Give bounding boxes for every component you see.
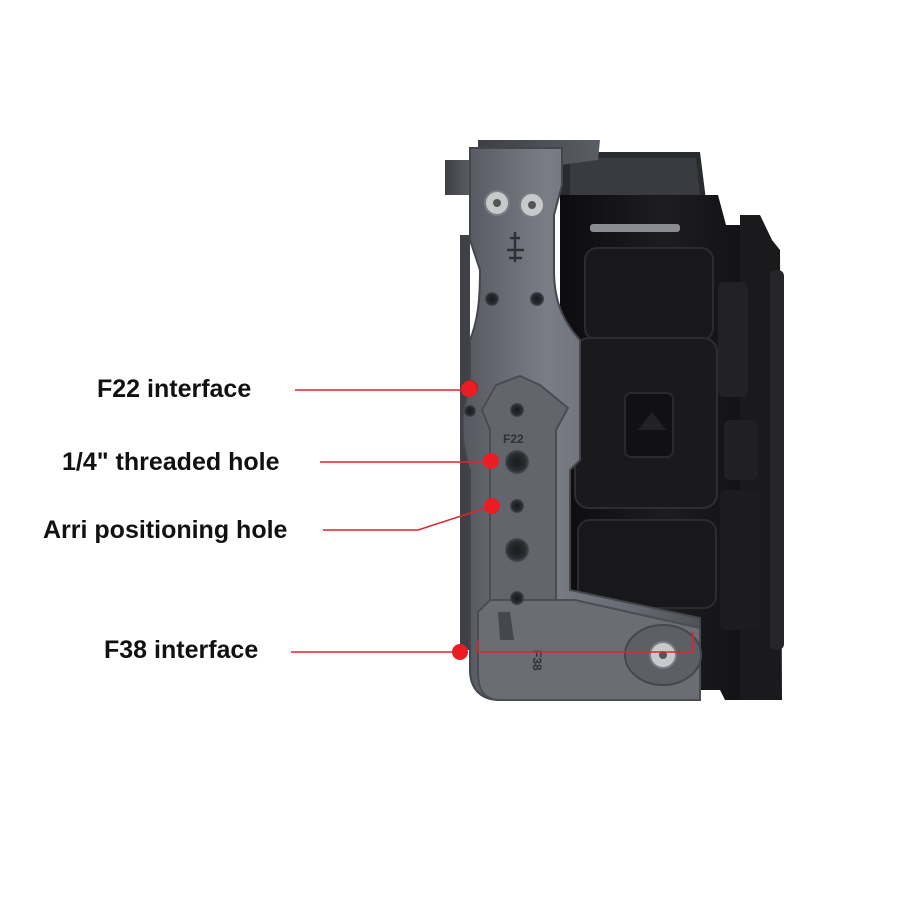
f38-engraving: F38 [530, 650, 544, 671]
f38-interface-label: F38 interface [104, 636, 259, 664]
camera-body [560, 152, 784, 700]
thread-marker-dot [483, 453, 499, 469]
f22-marker-dot [461, 381, 477, 397]
arri-positioning-hole-label: Arri positioning hole [43, 516, 288, 544]
arri-marker-dot [484, 498, 500, 514]
threaded-hole-label: 1/4" threaded hole [62, 448, 280, 476]
f38-marker-dot [452, 644, 468, 660]
callout-lines [291, 389, 694, 653]
camera-cage: F22 F38 [445, 140, 702, 701]
f22-engraving: F22 [503, 432, 524, 446]
f38-bracket-line [477, 632, 694, 653]
callout-dots [452, 381, 500, 660]
f22-interface-label: F22 interface [97, 375, 252, 403]
arri-leader-line [323, 505, 493, 531]
